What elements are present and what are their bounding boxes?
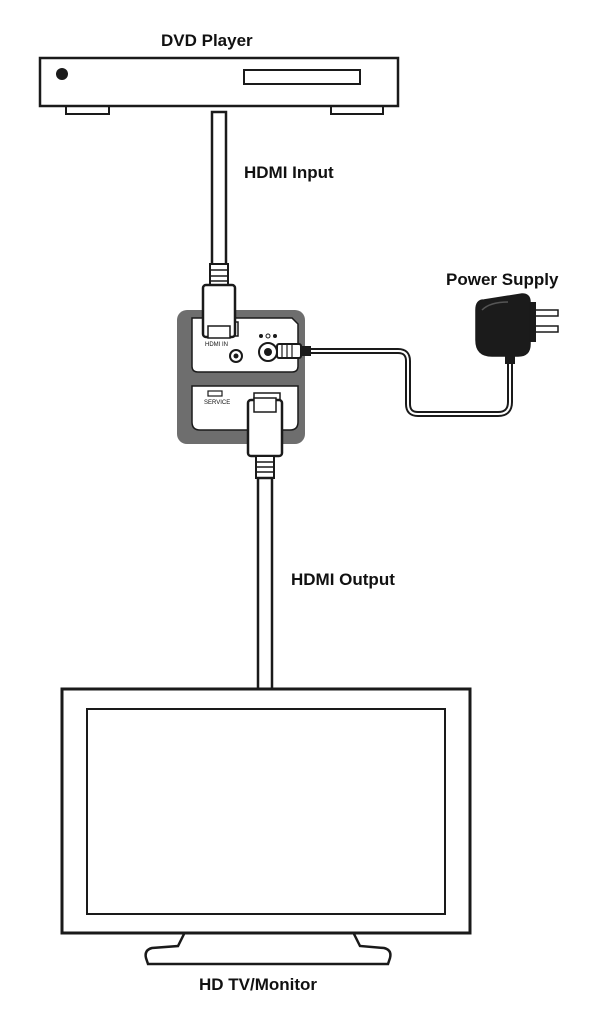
hd-tv-monitor-label: HD TV/Monitor [199,975,318,994]
hdmi-input-cable-wire [210,110,228,268]
power-adapter [475,293,559,364]
service-port [207,390,223,397]
hdmi-output-cable-wire [256,476,274,692]
hdmi-input-label: HDMI Input [244,163,334,182]
hdmi-input-plug [201,283,237,339]
tv-screen [86,708,446,915]
hd-tv-monitor [60,687,472,966]
power-cable [276,343,513,417]
hdmi-output-cable [246,397,284,692]
dvd-disc-tray [243,69,361,85]
power-cord [311,348,513,417]
converter-device [177,310,305,444]
hdmi-in-port-label: HDMI IN [205,342,228,348]
hdmi-input-cable [209,110,229,287]
service-port-label: SERVICE [204,400,231,406]
tv-stand [144,928,392,966]
hdmi-input-strain-relief [209,263,229,287]
hdmi-output-label: HDMI Output [291,570,395,589]
dvd-power-button-icon [56,68,68,80]
power-barrel-plug [276,343,302,359]
power-supply-label: Power Supply [446,270,559,289]
adapter-body [475,293,531,357]
dvd-player-label: DVD Player [161,31,253,50]
dvd-player [38,56,400,115]
